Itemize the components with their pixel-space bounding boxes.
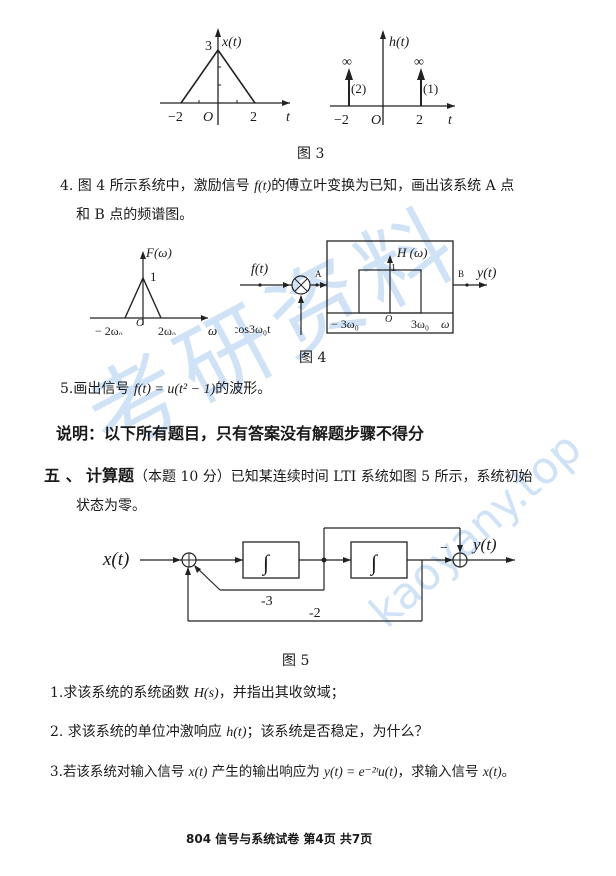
svg-text:(1): (1) <box>423 81 438 96</box>
h-t-plot: h(t) ∞ ∞ (2) (1) −2 O 2 t <box>330 30 455 128</box>
section5-line1: 五 、 计算题（本题 10 分）已知某连续时间 LTI 系统如图 5 所示，系统… <box>44 466 533 485</box>
svg-text:(2): (2) <box>351 81 366 96</box>
svg-text:−: − <box>440 541 448 556</box>
question-1: 1.求该系统的系统函数 H(s)，并指出其收敛域； <box>50 685 345 701</box>
svg-text:O: O <box>371 113 381 128</box>
svg-text:−2: −2 <box>334 113 349 128</box>
svg-text:∞: ∞ <box>414 55 424 70</box>
svg-text:x(t): x(t) <box>102 549 129 570</box>
svg-text:∞: ∞ <box>342 55 352 70</box>
svg-text:B: B <box>458 269 464 279</box>
q4-line1: 4. 图 4 所示系统中，激励信号 f(t)的傅立叶变换为已知，画出该系统 A … <box>60 178 515 194</box>
x-ylabel: x(t) <box>221 35 242 50</box>
svg-text:3ω₀: 3ω₀ <box>411 317 429 331</box>
svg-text:ω: ω <box>208 323 217 335</box>
page-footer: 804 信号与系统试卷 第4页 共7页 <box>186 832 373 846</box>
svg-text:− 3ω₀: − 3ω₀ <box>331 317 359 331</box>
svg-text:H (ω): H (ω) <box>396 245 427 260</box>
svg-text:A: A <box>315 269 322 279</box>
svg-text:y(t): y(t) <box>471 535 497 554</box>
svg-text:y(t): y(t) <box>475 266 497 281</box>
peak-label: 3 <box>205 39 212 54</box>
modulation-system-diagram: f(t) A H (ω) 1 − 3ω₀ O 3ω₀ ω B y(t) cos3… <box>235 240 497 336</box>
lti-system-diagram: x(t) ∫ -3 ∫ − y(t) -2 <box>102 527 515 622</box>
svg-text:t: t <box>286 110 291 125</box>
q4-line2: 和 B 点的频谱图。 <box>76 207 194 223</box>
x-t-plot: 3 x(t) −2 O 2 t <box>160 28 291 125</box>
section5-line2: 状态为零。 <box>76 498 146 514</box>
svg-text:O: O <box>385 314 392 325</box>
svg-text:f(t): f(t) <box>251 262 268 277</box>
svg-text:2: 2 <box>416 113 423 128</box>
figure3-caption: 图 3 <box>297 146 325 162</box>
svg-text:O: O <box>203 110 213 125</box>
svg-text:ω: ω <box>441 317 449 331</box>
q5: 5.画出信号 f(t) = u(t² − 1)的波形。 <box>60 381 272 397</box>
note: 说明：以下所有题目，只有答案没有解题步骤不得分 <box>56 424 425 443</box>
svg-text:− 2ω₀: − 2ω₀ <box>95 324 123 335</box>
F-omega-plot: F(ω) 1 − 2ω₀ O 2ω₀ ω <box>90 245 217 335</box>
figure5-caption: 图 5 <box>282 653 310 669</box>
svg-text:h(t): h(t) <box>389 35 410 50</box>
svg-text:t: t <box>448 113 453 128</box>
svg-text:O: O <box>136 317 144 329</box>
question-2: 2. 求该系统的单位冲激响应 h(t)；该系统是否稳定，为什么？ <box>50 724 429 740</box>
svg-text:−2: −2 <box>168 110 183 125</box>
svg-text:∫: ∫ <box>261 550 271 576</box>
svg-text:2ω₀: 2ω₀ <box>158 324 176 335</box>
svg-text:∫: ∫ <box>369 550 379 576</box>
svg-text:1: 1 <box>150 269 157 284</box>
svg-text:2: 2 <box>250 110 257 125</box>
svg-text:1: 1 <box>391 263 396 274</box>
svg-text:-2: -2 <box>309 606 321 621</box>
svg-text:F(ω): F(ω) <box>145 245 172 260</box>
question-3: 3.若该系统对输入信号 x(t) 产生的输出响应为 y(t) = e⁻²ᵗu(t… <box>50 764 516 780</box>
figure4-caption: 图 4 <box>299 350 327 366</box>
svg-text:-3: -3 <box>261 594 273 609</box>
svg-text:cos3ω₀t: cos3ω₀t <box>235 322 271 336</box>
